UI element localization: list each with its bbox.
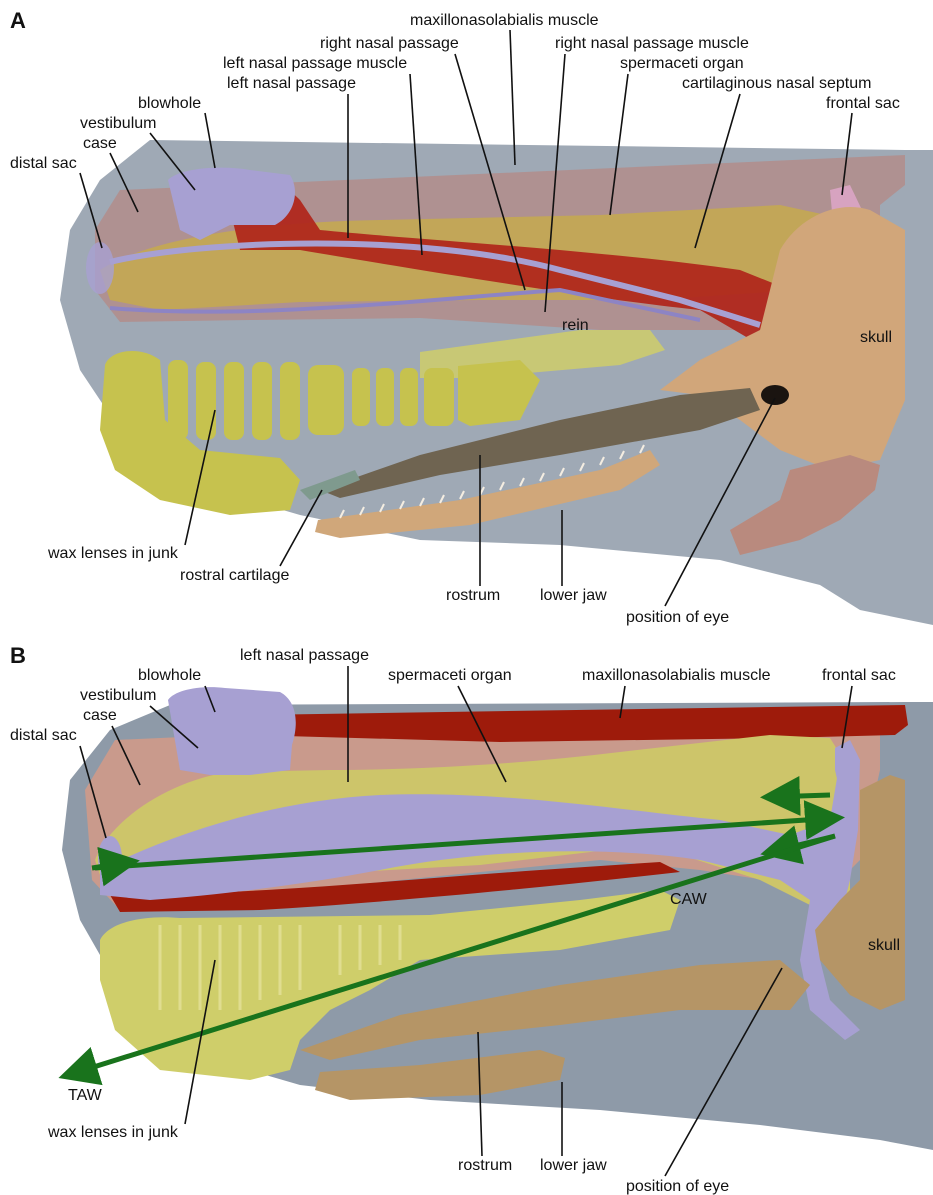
panel-a-wax-lens xyxy=(376,368,394,426)
panel-a-label-case: case xyxy=(83,135,117,152)
panel-a-wax-lens xyxy=(280,362,300,440)
panel-a-label-right-nasal-passage-muscle: right nasal passage muscle xyxy=(555,35,749,52)
panel-a-label-frontal-sac: frontal sac xyxy=(826,95,900,112)
panel-a-label-distal-sac: distal sac xyxy=(10,155,77,172)
panel-b-label-spermaceti-organ: spermaceti organ xyxy=(388,667,512,684)
panel-a-label-cartilaginous-septum: cartilaginous nasal septum xyxy=(682,75,871,92)
panel-a-wax-lens xyxy=(252,362,272,440)
panel-b: B xyxy=(10,643,933,1195)
panel-a-label-rostral-cartilage: rostral cartilage xyxy=(180,567,289,584)
panel-b-label-maxillonasolabialis: maxillonasolabialis muscle xyxy=(582,667,771,684)
panel-a-label-spermaceti-organ: spermaceti organ xyxy=(620,55,744,72)
panel-b-arrow-frontal-sac-back xyxy=(770,795,830,797)
panel-a-label-rein: rein xyxy=(562,317,589,334)
panel-a-eye xyxy=(761,385,789,405)
panel-b-label-distal-sac: distal sac xyxy=(10,727,77,744)
panel-b-label-taw: TAW xyxy=(68,1087,103,1104)
panel-b-blowhole xyxy=(168,687,296,775)
panel-a-label-blowhole: blowhole xyxy=(138,95,201,112)
panel-a-distal-sac xyxy=(86,242,114,294)
panel-a-label-rostrum: rostrum xyxy=(446,587,500,604)
panel-b-label-blowhole: blowhole xyxy=(138,667,201,684)
panel-b-label-wax-lenses: wax lenses in junk xyxy=(47,1124,179,1141)
panel-a-label-maxillonasolabialis: maxillonasolabialis muscle xyxy=(410,12,599,29)
panel-a-wax-lens xyxy=(196,362,216,440)
panel-a-label-right-nasal-passage: right nasal passage xyxy=(320,35,459,52)
panel-a-wax-lens xyxy=(424,368,454,426)
panel-a-wax-lens xyxy=(224,362,244,440)
panel-a-wax-lens xyxy=(400,368,418,426)
panel-b-distal-sac xyxy=(98,836,122,880)
panel-a-label-left-nasal-passage-muscle: left nasal passage muscle xyxy=(223,55,407,72)
panel-a-wax-lens xyxy=(352,368,370,426)
panel-b-label-case: case xyxy=(83,707,117,724)
panel-a-wax-lens xyxy=(168,360,188,440)
panel-b-label-left-nasal-passage: left nasal passage xyxy=(240,647,369,664)
panel-a: A xyxy=(10,8,933,626)
panel-a-label-position-of-eye: position of eye xyxy=(626,609,729,626)
panel-b-letter: B xyxy=(10,643,26,668)
panel-a-label-left-nasal-passage: left nasal passage xyxy=(227,75,356,92)
panel-b-label-position-of-eye: position of eye xyxy=(626,1178,729,1195)
panel-b-label-frontal-sac: frontal sac xyxy=(822,667,896,684)
panel-b-label-caw: CAW xyxy=(670,891,708,908)
panel-a-label-lower-jaw: lower jaw xyxy=(540,587,607,604)
panel-a-leader-maxillonasolabialis xyxy=(510,30,515,165)
panel-a-label-vestibulum: vestibulum xyxy=(80,115,156,132)
panel-b-label-vestibulum: vestibulum xyxy=(80,687,156,704)
panel-b-label-lower-jaw: lower jaw xyxy=(540,1157,607,1174)
panel-b-label-skull: skull xyxy=(868,937,900,954)
panel-a-label-skull: skull xyxy=(860,329,892,346)
panel-b-label-rostrum: rostrum xyxy=(458,1157,512,1174)
panel-a-wax-lens xyxy=(308,365,344,435)
panel-a-label-wax-lenses: wax lenses in junk xyxy=(47,545,179,562)
panel-a-letter: A xyxy=(10,8,26,33)
